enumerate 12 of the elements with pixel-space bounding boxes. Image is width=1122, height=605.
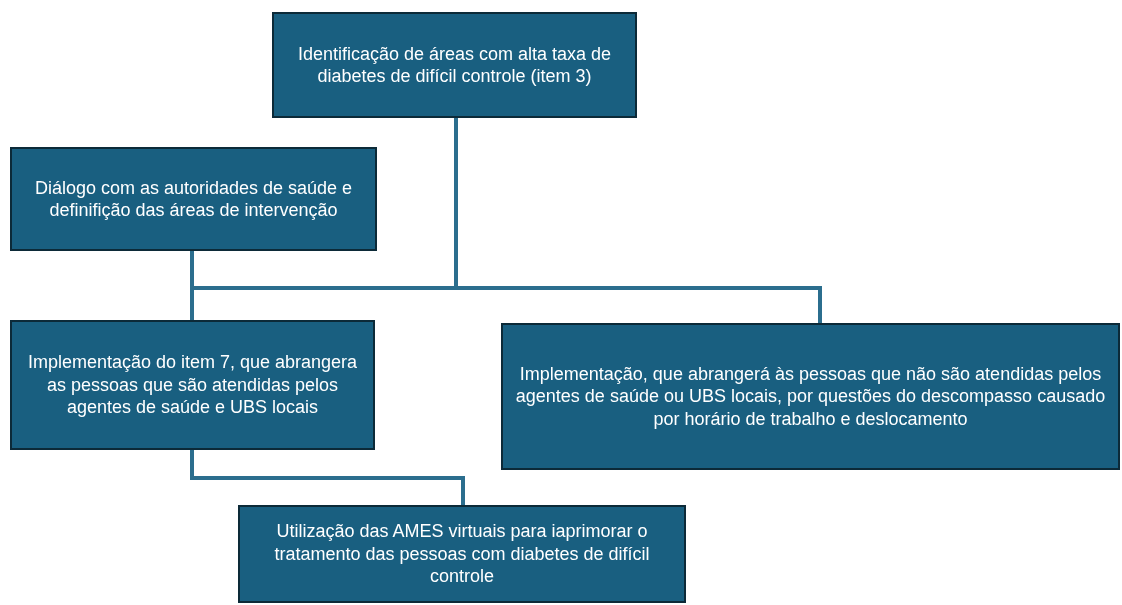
box-text: Utilização das AMES virtuais para iaprimorar o tratamento das pessoas com diabetes de difícil controle <box>273 520 651 588</box>
process-box <box>10 147 377 251</box>
process-box <box>10 320 375 450</box>
connector-line <box>454 118 822 323</box>
process-box <box>238 505 686 603</box>
box-text: Implementação, que abrangerá às pessoas que não são atendidas pelos agentes de saúde ou UBS locais, por questões do descompasso causado por horário de trabalho e deslocamento <box>514 362 1107 431</box>
box-text: Identificação de áreas com alta taxa de diabetes de difícil controle (item 3) <box>296 42 613 88</box>
box-text: Implementação do item 7, que abrangera as pessoas que são atendidas pelos agentes de saúde e UBS locais <box>26 351 359 419</box>
box-text: Diálogo com as autoridades de saúde e definifição das áreas de intervenção <box>33 176 354 222</box>
process-box <box>501 323 1120 470</box>
process-box <box>272 12 637 118</box>
connector-line <box>190 450 465 505</box>
